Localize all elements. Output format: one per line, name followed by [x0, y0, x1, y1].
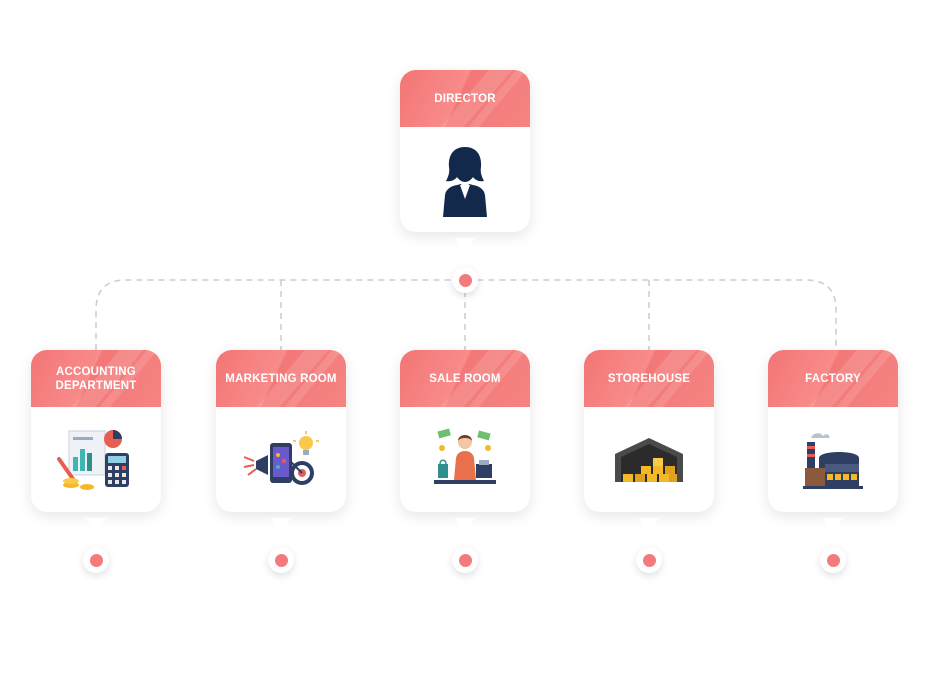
department-stem [452, 518, 478, 570]
director-title: DIRECTOR [434, 92, 496, 105]
director-body [400, 127, 530, 232]
accounting-icon [57, 429, 129, 490]
department-body [400, 407, 530, 512]
department-stem [820, 518, 846, 570]
department-card-storehouse: STOREHOUSE [584, 350, 714, 512]
storehouse-icon [615, 437, 683, 482]
department-connector-dot [268, 547, 294, 573]
department-card-sale-room: SALE ROOM [400, 350, 530, 512]
department-title: ACCOUNTING DEPARTMENT [55, 365, 137, 392]
department-connector-dot [820, 547, 846, 573]
department-card-marketing: MARKETING ROOM [216, 350, 346, 512]
department-header: SALE ROOM [400, 350, 530, 407]
department-title: FACTORY [805, 372, 861, 385]
director-header: DIRECTOR [400, 70, 530, 127]
department-title: SALE ROOM [429, 372, 501, 385]
department-card-accounting: ACCOUNTING DEPARTMENT [31, 350, 161, 512]
department-header: MARKETING ROOM [216, 350, 346, 407]
director-stem [452, 238, 478, 290]
department-body [216, 407, 346, 512]
department-connector-dot [83, 547, 109, 573]
director-connector-dot [452, 267, 478, 293]
department-header: STOREHOUSE [584, 350, 714, 407]
department-connector-dot [452, 547, 478, 573]
department-card-factory: FACTORY [768, 350, 898, 512]
department-connector-dot [636, 547, 662, 573]
department-body [768, 407, 898, 512]
department-stem [268, 518, 294, 570]
director-card: DIRECTOR [400, 70, 530, 232]
connector-bus [95, 279, 837, 350]
department-title: STOREHOUSE [607, 372, 691, 385]
factory-icon [803, 432, 863, 489]
department-header: FACTORY [768, 350, 898, 407]
businesswoman-silhouette-icon [443, 146, 487, 217]
sale-room-icon [434, 428, 496, 484]
department-body [584, 407, 714, 512]
department-stem [636, 518, 662, 570]
marketing-icon [243, 430, 319, 485]
department-header: ACCOUNTING DEPARTMENT [31, 350, 161, 407]
department-body [31, 407, 161, 512]
department-title: MARKETING ROOM [225, 372, 337, 385]
department-stem [83, 518, 109, 570]
